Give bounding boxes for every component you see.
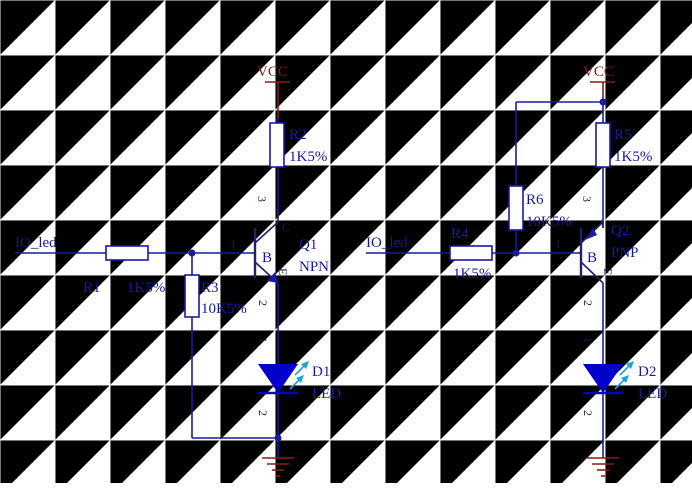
pnp-circuit: VCC R5 1K5% 3 R6 10K5% IO_led R4 [366, 64, 667, 477]
vcc-symbol-left: VCC [257, 64, 290, 118]
r3-ref-label: R3 [201, 280, 219, 296]
ground-symbol-right [587, 457, 619, 477]
r6-ref-label: R6 [526, 192, 544, 208]
d1-triangle [258, 364, 298, 393]
resistor-r6: R6 10K5% [508, 185, 572, 253]
q1-type-label: NPN [299, 259, 329, 275]
q2-base-pin-num: 1 [555, 237, 561, 251]
transistor-q2: B E Q2 PNP [578, 221, 639, 284]
led-d2: D2 LED [583, 361, 667, 402]
q1-ref-label: Q1 [299, 237, 317, 253]
d2-anode-pin-num: 1 [581, 337, 595, 343]
r5-ref-label: R5 [614, 127, 632, 143]
d2-cathode-pin-num: 2 [581, 410, 595, 416]
q2-emitter-mark: E [601, 268, 615, 275]
r2-ref-label: R2 [289, 127, 307, 143]
r4-ref-label: R4 [451, 226, 469, 242]
resistor-r5: R5 1K5% 3 [580, 122, 652, 228]
q1-base-letter: B [262, 250, 272, 266]
q1-base-pin-num: 1 [230, 237, 236, 251]
resistor-r4: R4 1K5% [449, 226, 493, 282]
r5-value-label: 1K5% [614, 149, 652, 165]
r4-value-label: 1K5% [453, 266, 491, 282]
q1-emitter-arrow [267, 272, 278, 283]
q2-emitter-arrow [585, 228, 597, 240]
q1-collector-pin-num: 3 [255, 196, 269, 202]
io-led-right-label: IO_led [366, 235, 408, 251]
d2-triangle [583, 364, 623, 393]
r2-value-label: 1K5% [289, 149, 327, 165]
q1-emitter-pin-num: 2 [256, 300, 270, 306]
q2-base-letter: B [587, 250, 597, 266]
q2-emitter-pin-num: 2 [581, 300, 595, 306]
d1-type-label: LED [312, 386, 341, 402]
d1-ref-label: D1 [312, 364, 330, 380]
vcc-label-right: VCC [583, 64, 614, 80]
vcc-label-left: VCC [257, 64, 288, 80]
io-led-left-label: IO_led [15, 235, 57, 251]
resistor-r1: R1 1K5% [83, 245, 165, 296]
resistor-r2: R2 1K5% 3 [255, 118, 327, 213]
d1-anode-pin-num: 1 [256, 337, 270, 343]
q1-emitter-mark: E [276, 268, 290, 275]
q2-collector-pin-num: 3 [580, 196, 594, 202]
d1-cathode-pin-num: 2 [256, 410, 270, 416]
q2-ref-label: Q2 [611, 223, 629, 239]
transistor-q1: B C E Q1 NPN [252, 213, 329, 284]
r1-value-label: 1K5% [127, 280, 165, 296]
r3-value-label: 10K5% [201, 301, 247, 317]
r6-value-label: 10K5% [526, 214, 572, 230]
d2-type-label: LED [638, 386, 667, 402]
q1-collector-mark: C [282, 220, 290, 234]
q2-type-label: PNP [611, 245, 639, 261]
npn-circuit: VCC R2 1K5% 3 IO_led R1 1K5% 1 [15, 64, 341, 477]
junction-dot-gnd-left [274, 434, 282, 442]
r1-ref-label: R1 [83, 280, 101, 296]
junction-dot-r4-r6 [512, 249, 520, 257]
resistor-r3: R3 10K5% [184, 253, 247, 438]
ground-symbol-left [262, 457, 294, 477]
d2-ref-label: D2 [638, 364, 656, 380]
